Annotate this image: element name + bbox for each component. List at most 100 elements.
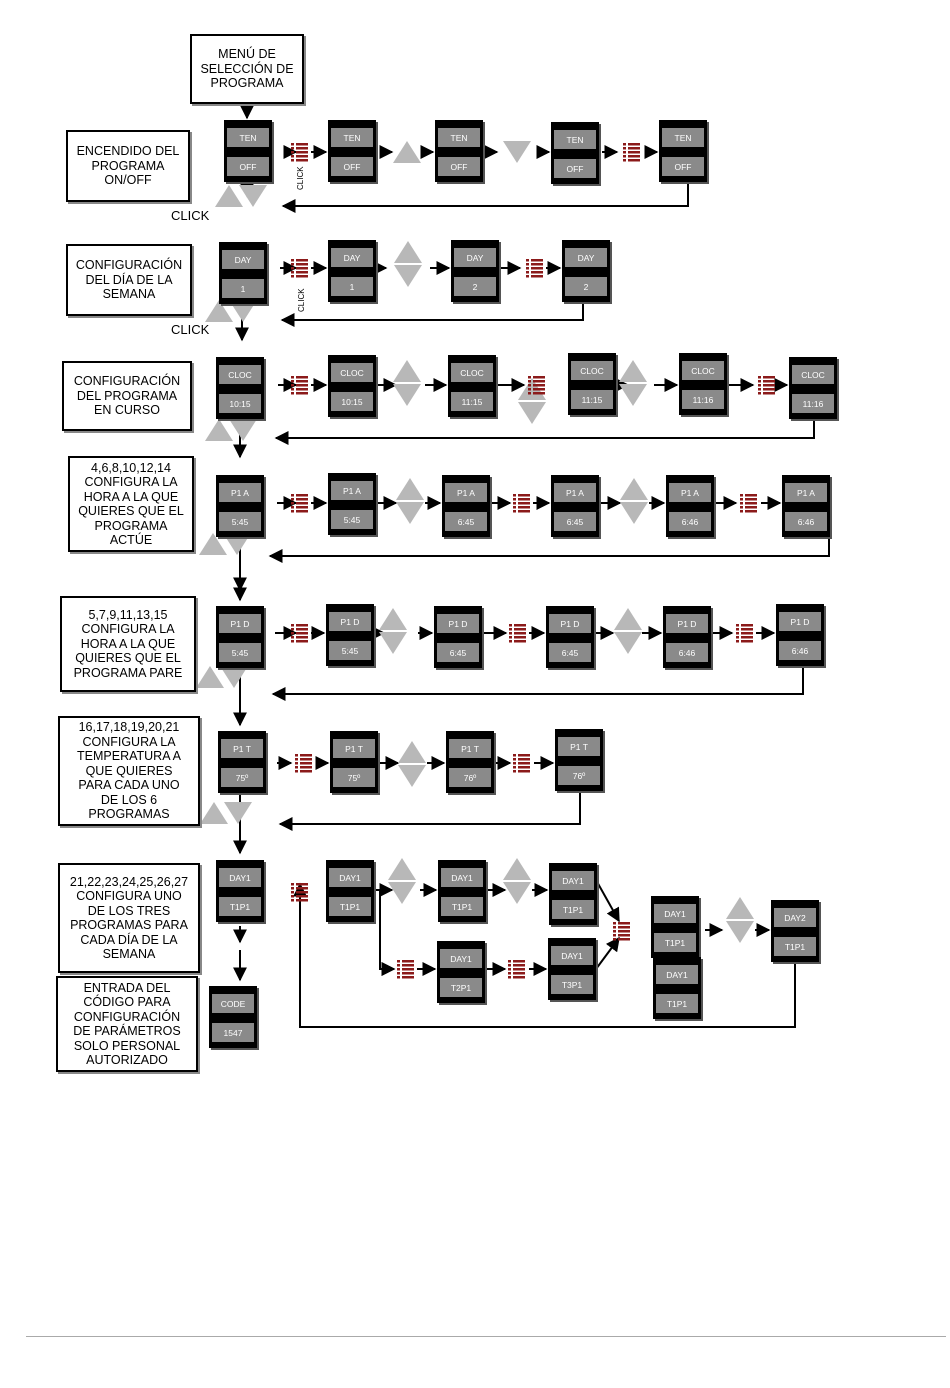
- return-arrow: [271, 667, 804, 701]
- up-arrow-button-icon: [398, 741, 426, 763]
- lcd-bottom-text: 2: [454, 277, 496, 296]
- lcd-bottom-text: 76º: [449, 768, 491, 787]
- lcd-top-text: CLOC: [571, 361, 613, 380]
- lcd-top-text: CLOC: [682, 361, 724, 380]
- up-arrow-button-icon: [215, 185, 243, 207]
- lcd-bottom-text: OFF: [662, 157, 704, 176]
- lcd-top-text: DAY: [331, 248, 373, 267]
- lcd-bottom-text: 2: [565, 277, 607, 296]
- lcd-bottom-text: T1P1: [441, 897, 483, 916]
- lcd-bottom-text: 5:45: [329, 641, 371, 660]
- lcd-top-text: P1 A: [669, 483, 711, 502]
- down-arrow-button-icon: [619, 384, 647, 406]
- lcd-bottom-text: 6:45: [554, 512, 596, 531]
- lcd-top-text: P1 T: [333, 739, 375, 758]
- lcd-bottom-text: 6:46: [666, 643, 708, 662]
- row-label-day-program: 21,22,23,24,25,26,27 CONFIGURA UNO DE LO…: [58, 863, 200, 973]
- lcd-bottom-text: 11:15: [451, 392, 493, 411]
- lcd-bottom-text: 10:15: [331, 392, 373, 411]
- click-label-vertical: CLICK: [296, 166, 305, 190]
- down-arrow-button-icon: [223, 533, 251, 555]
- up-arrow-button-icon: [726, 897, 754, 919]
- row-label-weekday: CONFIGURACIÓN DEL DÍA DE LA SEMANA: [66, 244, 192, 316]
- menu-button-icon: [736, 624, 753, 643]
- lcd-top-text: P1 T: [558, 737, 600, 756]
- lcd-top-text: P1 A: [445, 483, 487, 502]
- up-arrow-button-icon: [396, 478, 424, 500]
- down-arrow-button-icon: [239, 185, 267, 207]
- lcd-top-text: P1 D: [779, 612, 821, 631]
- up-arrow-button-icon: [503, 858, 531, 880]
- lcd-top-text: TEN: [227, 128, 269, 147]
- lcd-bottom-text: OFF: [227, 157, 269, 176]
- down-arrow-button-icon: [614, 632, 642, 654]
- lcd-screen: CLOC 11:15: [448, 355, 496, 417]
- menu-button-icon: [623, 143, 640, 162]
- menu-button-icon: [509, 624, 526, 643]
- down-arrow-button-icon: [229, 419, 257, 441]
- down-arrow-button-icon: [220, 666, 248, 688]
- row-label-code-entry: ENTRADA DEL CÓDIGO PARA CONFIGURACIÓN DE…: [56, 976, 198, 1072]
- lcd-top-text: DAY1: [551, 946, 593, 965]
- up-arrow-button-icon: [614, 608, 642, 630]
- up-arrow-button-icon: [205, 419, 233, 441]
- lcd-bottom-text: T1P1: [654, 933, 696, 952]
- lcd-bottom-text: 6:46: [785, 512, 827, 531]
- lcd-top-text: CLOC: [451, 363, 493, 382]
- lcd-bottom-text: T1P1: [774, 937, 816, 956]
- menu-button-icon: [291, 883, 308, 902]
- lcd-bottom-text: T3P1: [551, 975, 593, 994]
- lcd-bottom-text: 1: [222, 279, 264, 298]
- return-arrow: [274, 418, 815, 445]
- lcd-top-text: DAY: [565, 248, 607, 267]
- return-arrow: [595, 936, 620, 970]
- menu-button-icon: [513, 494, 530, 513]
- down-arrow-button-icon: [379, 632, 407, 654]
- lcd-bottom-text: 5:45: [219, 512, 261, 531]
- up-arrow-button-icon: [379, 608, 407, 630]
- menu-button-icon: [291, 376, 308, 395]
- lcd-bottom-text: 6:45: [445, 512, 487, 531]
- click-label-vertical: CLICK: [297, 288, 306, 312]
- menu-button-icon: [291, 259, 308, 278]
- lcd-bottom-text: OFF: [554, 159, 596, 178]
- lcd-top-text: TEN: [662, 128, 704, 147]
- lcd-bottom-text: T1P1: [219, 897, 261, 916]
- menu-selection-text: MENÚ DE SELECCIÓN DE PROGRAMA: [200, 47, 294, 91]
- down-arrow-button-icon: [394, 265, 422, 287]
- row-label-current-program: CONFIGURACIÓN DEL PROGRAMA EN CURSO: [62, 361, 192, 431]
- lcd-top-text: P1 D: [219, 614, 261, 633]
- lcd-bottom-text: 6:45: [549, 643, 591, 662]
- lcd-bottom-text: 5:45: [219, 643, 261, 662]
- lcd-bottom-text: OFF: [438, 157, 480, 176]
- lcd-bottom-text: 1: [331, 277, 373, 296]
- up-arrow-button-icon: [619, 360, 647, 382]
- return-arrow: [281, 183, 689, 213]
- lcd-top-text: DAY1: [552, 871, 594, 890]
- lcd-bottom-text: OFF: [331, 157, 373, 176]
- lcd-bottom-text: T1P1: [329, 897, 371, 916]
- menu-button-icon: [528, 376, 545, 395]
- return-arrow: [595, 879, 620, 923]
- up-arrow-button-icon: [388, 858, 416, 880]
- lcd-bottom-text: 6:45: [437, 643, 479, 662]
